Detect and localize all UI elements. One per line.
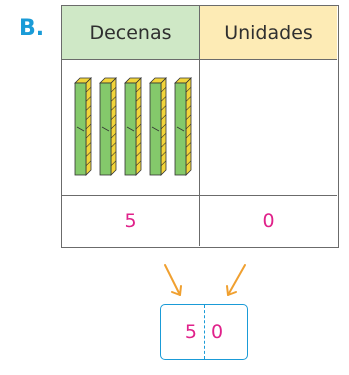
arrow-down-icon xyxy=(226,264,246,296)
arrows-group xyxy=(164,264,246,296)
place-value-table: Decenas Unidades 5 0 xyxy=(61,5,339,248)
tens-header: Decenas xyxy=(62,6,200,60)
base-ten-rod-icon xyxy=(74,77,92,176)
result-number-box: 5 0 xyxy=(160,304,248,360)
ones-header: Unidades xyxy=(200,6,337,60)
result-ones-digit: 0 xyxy=(211,321,224,343)
base-ten-rod-icon xyxy=(99,77,117,176)
base-ten-rod-icon xyxy=(124,77,142,176)
digit-divider xyxy=(204,305,205,359)
tens-rods-group xyxy=(74,77,192,176)
base-ten-rod-icon xyxy=(174,77,192,176)
result-tens-digit: 5 xyxy=(184,321,197,343)
section-label: B. xyxy=(19,16,45,41)
arrow-down-icon xyxy=(164,264,182,296)
ones-value: 0 xyxy=(262,210,275,232)
base-ten-rod-icon xyxy=(149,77,167,176)
tens-blocks-cell xyxy=(62,60,200,196)
tens-value: 5 xyxy=(62,196,200,246)
ones-blocks-cell xyxy=(200,60,337,196)
